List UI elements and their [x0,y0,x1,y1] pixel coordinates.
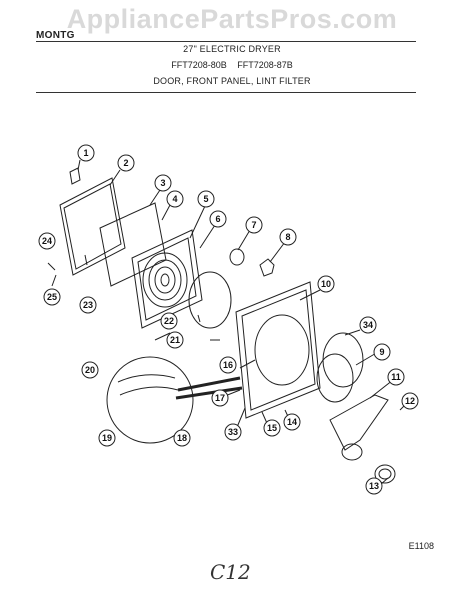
callout-1: 1 [77,144,95,162]
svg-text:1: 1 [83,148,88,158]
svg-text:18: 18 [177,433,187,443]
callout-24: 24 [38,232,56,250]
callout-21: 21 [166,331,184,349]
svg-text:24: 24 [42,236,52,246]
header-top-rule [36,41,416,42]
callout-17: 17 [211,389,229,407]
callout-34: 34 [359,316,377,334]
svg-text:4: 4 [172,194,177,204]
svg-text:8: 8 [285,232,290,242]
part-lint-housing [131,229,203,329]
section-title: DOOR, FRONT PANEL, LINT FILTER [153,76,311,86]
svg-text:13: 13 [369,481,379,491]
svg-text:33: 33 [228,427,238,437]
svg-text:6: 6 [215,214,220,224]
callout-4: 4 [166,190,184,208]
svg-text:9: 9 [379,347,384,357]
part-lint-grille [142,252,188,308]
part-front-ring-9 [316,353,354,403]
callout-23: 23 [79,296,97,314]
svg-text:21: 21 [170,335,180,345]
watermark: AppliancePartsPros.com [66,4,398,34]
model-code: FFT7208-87B [237,60,293,70]
svg-text:15: 15 [267,423,277,433]
svg-text:16: 16 [223,360,233,370]
callout-16: 16 [219,356,237,374]
part-door-panel [59,177,126,276]
callout-8: 8 [279,228,297,246]
part-switch-8 [259,258,275,277]
diagram-title: 27" ELECTRIC DRYER [183,44,281,54]
svg-text:10: 10 [321,279,331,289]
handwritten-note: C12 [210,560,251,584]
callout-11: 11 [387,368,405,386]
callout-25: 25 [43,288,61,306]
svg-text:3: 3 [160,178,165,188]
svg-text:11: 11 [391,372,401,382]
part-door-ring [188,271,232,329]
svg-text:22: 22 [164,316,174,326]
part-bushing-13 [374,464,396,484]
callout-19: 19 [98,429,116,447]
part-door-panel-inner [63,183,122,270]
brand-label: MONTG [36,30,75,41]
svg-text:19: 19 [102,433,112,443]
svg-text:7: 7 [251,220,256,230]
svg-text:14: 14 [287,417,297,427]
callout-14: 14 [283,413,301,431]
diagram-ref-code: E1108 [408,541,434,551]
svg-text:20: 20 [85,365,95,375]
callout-7: 7 [245,216,263,234]
svg-text:17: 17 [215,393,225,403]
svg-text:5: 5 [203,194,208,204]
part-front-opening [254,314,310,386]
callout-3: 3 [154,174,172,192]
part-front-ring-34 [322,332,364,388]
svg-text:25: 25 [47,292,57,302]
part-knob-7 [229,248,245,266]
callout-2: 2 [117,154,135,172]
svg-text:23: 23 [83,300,93,310]
svg-text:34: 34 [363,320,373,330]
part-duct-11 [329,394,389,451]
part-front-panel [235,281,321,419]
callout-12: 12 [401,392,419,410]
callout-9: 9 [373,343,391,361]
header-bottom-rule [36,92,416,93]
svg-text:12: 12 [405,396,415,406]
callout-6: 6 [209,210,227,228]
callout-22: 22 [160,312,178,330]
callout-33: 33 [224,423,242,441]
callout-13: 13 [365,477,383,495]
callout-5: 5 [197,190,215,208]
svg-text:2: 2 [123,158,128,168]
callout-10: 10 [317,275,335,293]
callout-20: 20 [81,361,99,379]
detail-magnifier [106,356,194,444]
model-code: FFT7208-80B [171,60,227,70]
callout-15: 15 [263,419,281,437]
part-door-handle [69,167,81,185]
model-codes: FFT7208-80B FFT7208-87B [0,60,464,70]
callout-18: 18 [173,429,191,447]
